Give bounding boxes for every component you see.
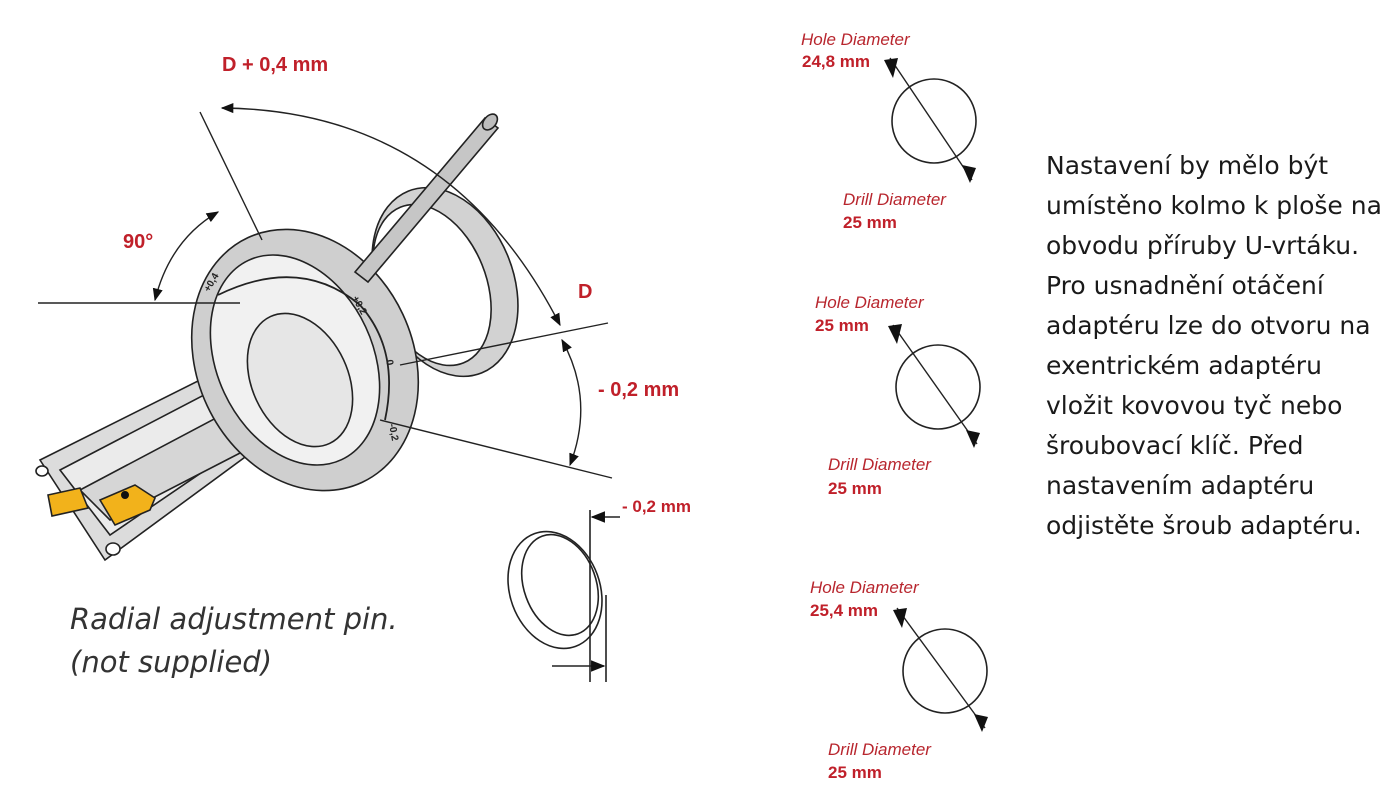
construction-lines [38, 103, 613, 479]
drill-diameter-label: Drill Diameter [843, 190, 947, 209]
hole-diameter-label: Hole Diameter [810, 578, 920, 597]
label-minus: - 0,2 mm [598, 379, 679, 401]
offset-label: - 0,2 mm [622, 497, 691, 516]
hole-diameter-value: 24,8 mm [802, 52, 870, 71]
instruction-note: Nastavení by mělo být umístěno kolmo k p… [1046, 151, 1382, 540]
offset-detail [507, 510, 620, 682]
hole-diameter-value: 25,4 mm [810, 601, 878, 620]
caption-line-1: Radial adjustment pin. [70, 602, 398, 636]
label-angle: 90° [123, 231, 153, 253]
scale-tick-zero: 0 [383, 359, 395, 367]
caption: Radial adjustment pin. (not supplied) [70, 598, 490, 684]
caption-line-2: (not supplied) [70, 645, 273, 679]
hole-diameter-label: Hole Diameter [801, 30, 911, 49]
setting-3: Hole Diameter 25,4 mm Drill Diameter 25 … [810, 578, 988, 782]
drill-diameter-value: 25 mm [828, 479, 882, 498]
drill-diameter-label: Drill Diameter [828, 740, 932, 759]
label-d-plus: D + 0,4 mm [222, 54, 328, 76]
setting-2: Hole Diameter 25 mm Drill Diameter 25 mm [815, 293, 981, 498]
setting-1: Hole Diameter 24,8 mm Drill Diameter 25 … [801, 30, 977, 232]
drill-diameter-value: 25 mm [828, 763, 882, 782]
drill-diameter-label: Drill Diameter [828, 455, 932, 474]
drill-diameter-value: 25 mm [843, 213, 897, 232]
hole-diameter-label: Hole Diameter [815, 293, 925, 312]
u-drill-illustration [35, 113, 519, 562]
label-d: D [578, 281, 592, 303]
hole-diameter-value: 25 mm [815, 316, 869, 335]
scale-tick-minus02: -0,2 [386, 423, 400, 442]
